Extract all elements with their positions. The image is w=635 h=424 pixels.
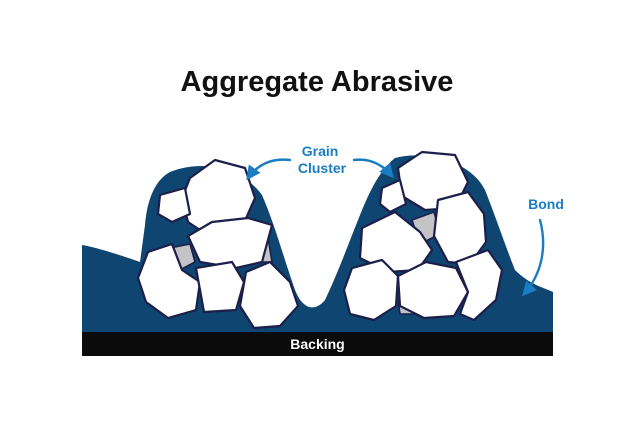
bond-label: Bond — [528, 196, 564, 212]
grain-cluster-label-line-1: Grain — [302, 143, 339, 159]
grain — [136, 242, 202, 320]
grain — [194, 260, 246, 314]
backing-bar — [82, 332, 553, 356]
grain — [396, 260, 470, 320]
grain — [156, 186, 192, 224]
grain — [186, 216, 274, 270]
grain — [454, 248, 504, 322]
grain-cluster-label: Grain Cluster — [298, 143, 347, 176]
grain — [238, 260, 300, 330]
diagram-title: Aggregate Abrasive — [181, 66, 454, 98]
bond-arrow — [522, 218, 545, 297]
backing-label: Backing — [290, 336, 344, 352]
grain — [342, 258, 400, 322]
grain-cluster-arrow-right — [352, 158, 394, 179]
grain-cluster-arrow-left — [246, 158, 292, 181]
grain — [358, 210, 434, 274]
grain-cluster-label-line-2: Cluster — [298, 160, 347, 176]
grain — [378, 178, 408, 214]
